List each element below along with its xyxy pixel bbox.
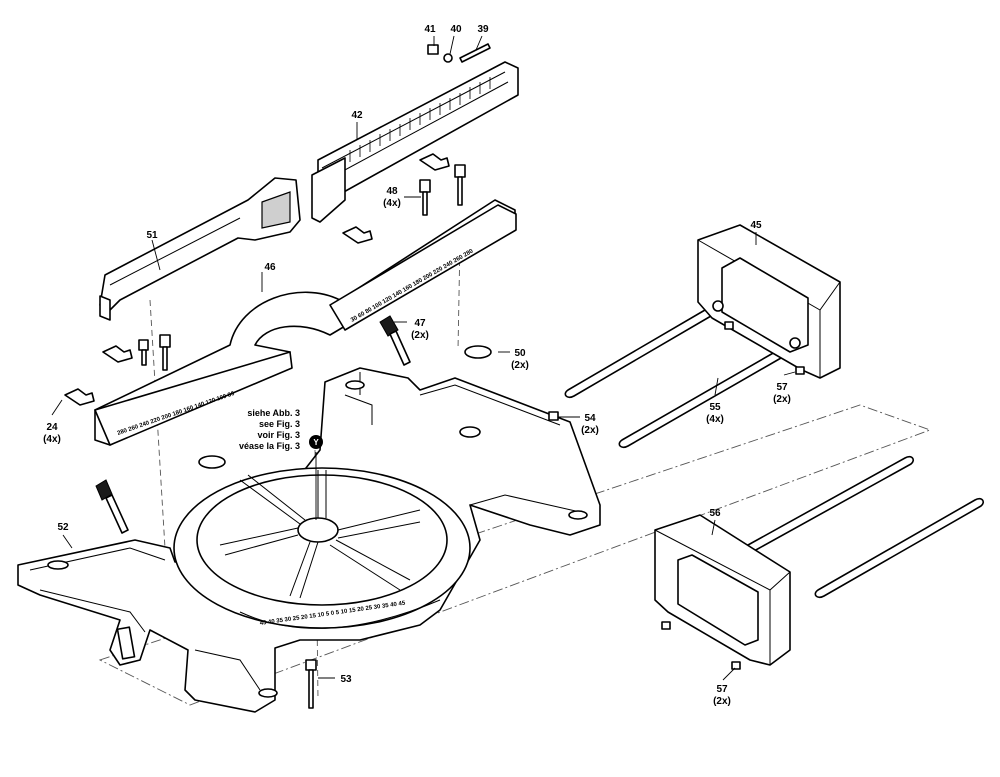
reference-line-es: véase la Fig. 3 (239, 441, 300, 451)
callout-47-qty: (2x) (411, 330, 429, 341)
turntable: 45 40 35 30 25 20 15 10 5 0 5 10 15 20 2… (173, 467, 471, 629)
callout-54-qty: (2x) (581, 425, 599, 436)
callout-50-qty: (2x) (511, 360, 529, 371)
callout-57-upper-qty: (2x) (773, 394, 791, 405)
extension-rods (564, 307, 984, 599)
callout-52: 52 (57, 522, 69, 533)
callout-57-upper: 57 (776, 382, 788, 393)
callout-39: 39 (477, 24, 489, 35)
callout-48: 48 (386, 186, 398, 197)
callout-40: 40 (450, 24, 462, 35)
callout-51: 51 (146, 230, 158, 241)
callout-50: 50 (514, 348, 526, 359)
reference-line-fr: voir Fig. 3 (257, 430, 300, 440)
reference-line-de: siehe Abb. 3 (247, 408, 300, 418)
callout-47: 47 (414, 318, 426, 329)
hardware (64, 43, 559, 709)
callout-55: 55 (709, 402, 721, 413)
leader-lines (51, 35, 796, 681)
reference-note: siehe Abb. 3 see Fig. 3 voir Fig. 3 véas… (239, 408, 323, 451)
callout-42: 42 (351, 110, 363, 121)
callout-57-lower: 57 (716, 684, 728, 695)
fence-extension-left (99, 177, 301, 321)
reference-marker-letter: Y (313, 438, 319, 447)
callout-53: 53 (340, 674, 352, 685)
reference-line-en: see Fig. 3 (259, 419, 300, 429)
callout-56: 56 (709, 508, 721, 519)
callout-41: 41 (424, 24, 436, 35)
support-upper (697, 224, 841, 379)
callout-46: 46 (264, 262, 276, 273)
callout-45: 45 (750, 220, 762, 231)
fence-upper-slots (349, 77, 491, 162)
callout-54: 54 (584, 413, 596, 424)
reference-marker-badge (309, 435, 323, 449)
callout-24: 24 (46, 422, 58, 433)
callout-24-qty: (4x) (43, 434, 61, 445)
fence-upper-right (311, 61, 519, 223)
callout-labels: 41 40 39 42 51 46 48 (4x) 47 (2x) 50 (2x… (43, 24, 791, 707)
callout-57-lower-qty: (2x) (713, 696, 731, 707)
callout-55-qty: (4x) (706, 414, 724, 425)
callout-48-qty: (4x) (383, 198, 401, 209)
support-lower (654, 514, 791, 670)
